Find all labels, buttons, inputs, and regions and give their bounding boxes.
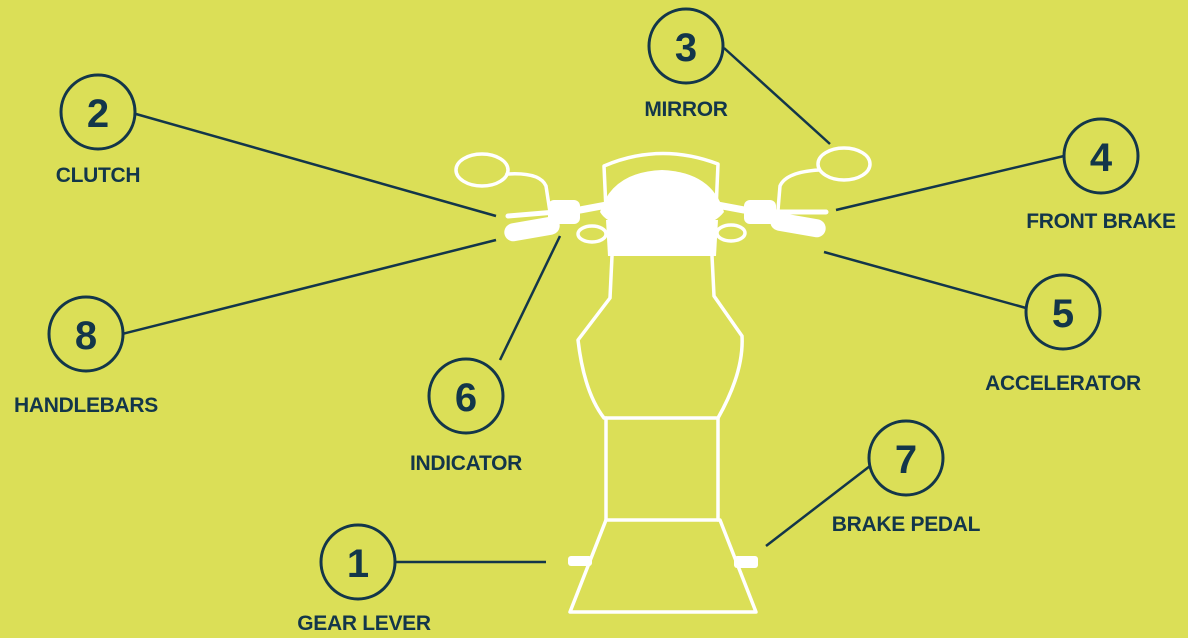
- part-number: 7: [895, 438, 917, 482]
- part-label: INDICATOR: [410, 452, 522, 475]
- number-badge: [867, 419, 945, 497]
- left-foot-lever: [568, 556, 592, 566]
- part-number: 6: [455, 376, 477, 420]
- leader-lines: [121, 47, 1065, 564]
- number-badge: [427, 357, 505, 435]
- part-label: GEAR LEVER: [297, 612, 431, 635]
- left-mirror: [454, 152, 510, 188]
- right-indicator: [715, 223, 747, 243]
- part-number: 4: [1090, 136, 1113, 180]
- callout-brake-pedal: 7 BRAKE PEDAL: [832, 419, 981, 536]
- callout-front-brake: 4 FRONT BRAKE: [1026, 117, 1176, 233]
- number-badge: [1062, 117, 1140, 195]
- engine-guard: [568, 518, 758, 614]
- part-label: ACCELERATOR: [985, 372, 1141, 395]
- callout-handlebars: 8 HANDLEBARS: [14, 295, 159, 417]
- right-grip: [770, 212, 826, 238]
- right-mirror-stem: [776, 168, 821, 212]
- leader-front-brake: [835, 154, 1065, 212]
- part-number: 1: [347, 542, 369, 586]
- callout-accelerator: 5 ACCELERATOR: [985, 273, 1141, 395]
- leader-accelerator: [823, 250, 1027, 310]
- left-grip: [504, 216, 560, 242]
- leader-clutch: [135, 112, 497, 218]
- callout-indicator: 6 INDICATOR: [410, 357, 522, 475]
- part-label: HANDLEBARS: [14, 394, 158, 417]
- part-label: BRAKE PEDAL: [832, 513, 981, 536]
- left-mirror-stem: [505, 172, 552, 214]
- part-label: FRONT BRAKE: [1026, 210, 1176, 233]
- callout-mirror: 3 MIRROR: [644, 7, 728, 121]
- right-switch-block: [744, 200, 776, 224]
- motorcycle-illustration: [454, 146, 872, 614]
- part-number: 8: [75, 314, 97, 358]
- leader-mirror: [723, 47, 831, 145]
- right-mirror: [816, 146, 872, 182]
- leader-indicator: [498, 235, 562, 361]
- part-label: MIRROR: [644, 98, 727, 121]
- headlight-body: [606, 220, 718, 256]
- headlight-cowl: [600, 170, 724, 224]
- leader-brake-pedal: [765, 465, 871, 547]
- callout-gear-lever: 1 GEAR LEVER: [297, 523, 431, 635]
- left-switch-block: [548, 200, 580, 224]
- right-foot-lever: [734, 556, 758, 568]
- lower-fork: [604, 416, 720, 522]
- number-badge: [1024, 273, 1102, 351]
- upper-fork: [576, 254, 744, 420]
- number-badge: [319, 523, 397, 601]
- part-number: 2: [87, 92, 109, 136]
- part-label: CLUTCH: [56, 164, 141, 187]
- number-badge: [59, 73, 137, 151]
- part-number: 5: [1052, 292, 1074, 336]
- number-badge: [47, 295, 125, 373]
- left-indicator: [576, 224, 608, 244]
- callout-clutch: 2 CLUTCH: [56, 73, 141, 187]
- part-number: 3: [675, 26, 697, 70]
- number-badge: [647, 7, 725, 85]
- leader-handlebars: [121, 238, 497, 336]
- windscreen: [602, 151, 720, 212]
